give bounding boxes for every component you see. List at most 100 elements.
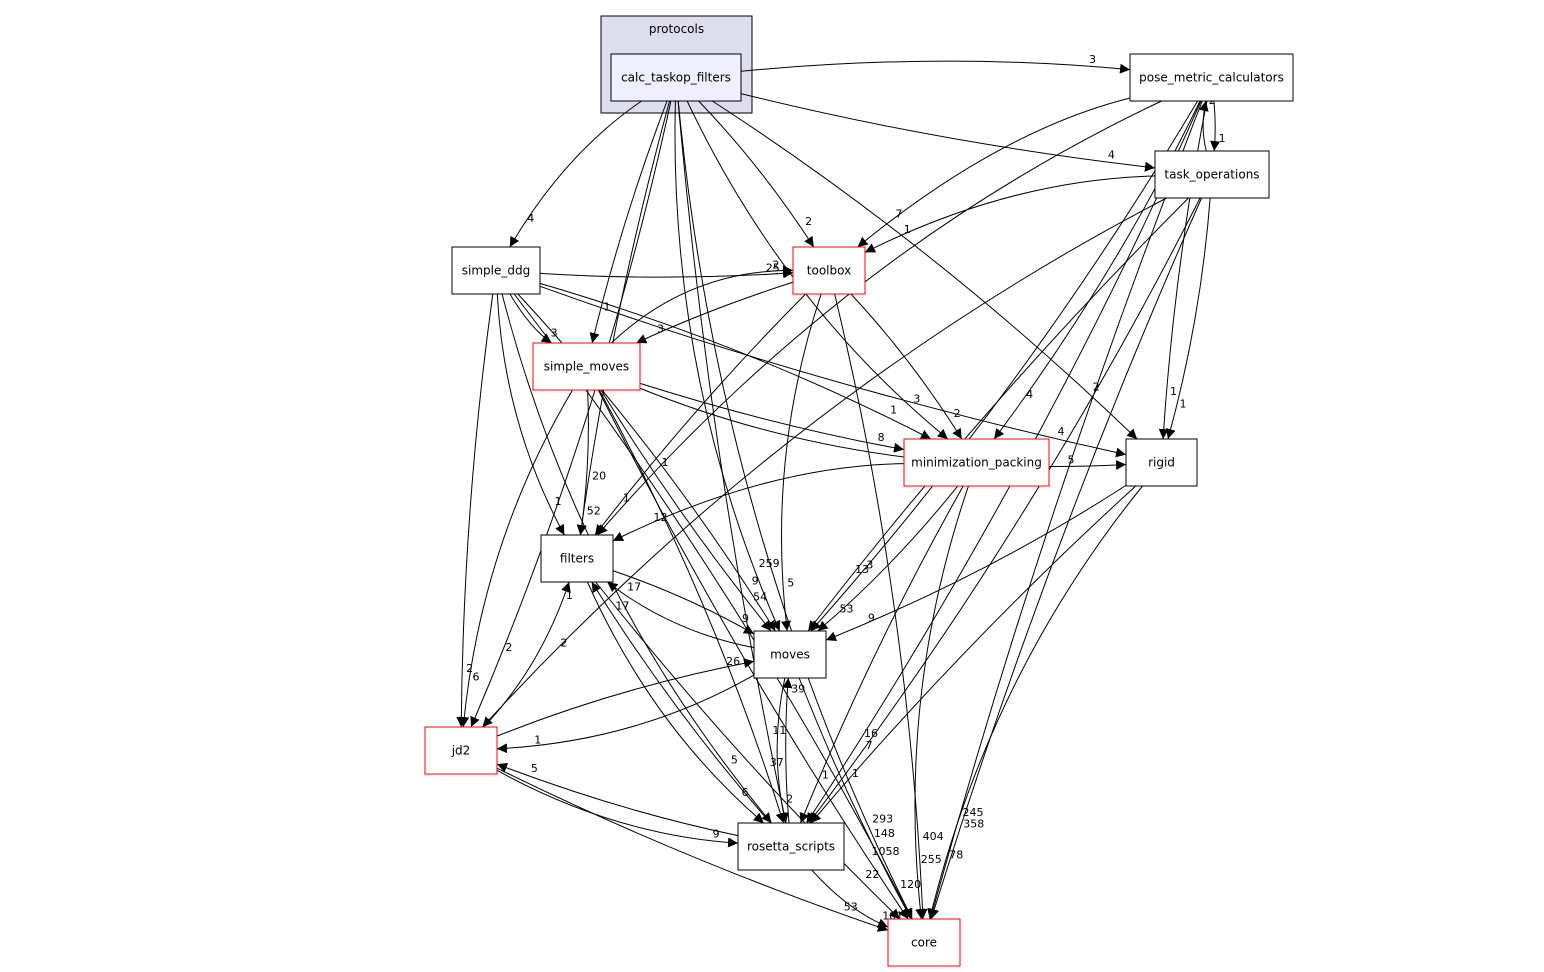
edge-count-label[interactable]: 3 [657,322,664,335]
edge-count-label[interactable]: 2 [466,662,473,675]
node-rigid[interactable]: rigid [1125,438,1198,487]
edge-filters-to-rosetta_scripts[interactable]: 6 [587,581,765,824]
edge-count-label[interactable]: 120 [900,878,921,891]
edge-count-label[interactable]: 2 [772,258,779,271]
edge-count-label[interactable]: 1 [1170,385,1177,398]
edge-rigid-to-moves[interactable]: 9 [825,484,1127,641]
edge-count-label[interactable]: 5 [1068,453,1075,466]
edge-count-label[interactable]: 245 [963,806,984,819]
edge-simple_moves-to-toolbox[interactable]: 2 [611,258,794,344]
edge-simple_moves-to-filters[interactable]: 52 [576,389,601,536]
edge-calc_taskop_filters-to-core[interactable]: 2 9 3 [677,100,913,920]
node-task-operations[interactable]: task_operations [1154,150,1270,199]
edge-count-label[interactable]: 1 [1179,398,1186,411]
node-simple-ddg[interactable]: simple_ddg [451,246,541,295]
edge-rosetta_scripts-to-filters[interactable]: 17 [591,581,771,824]
edge-count-label[interactable]: 5 [731,753,738,766]
node-calc-taskop-filters[interactable]: calc_taskop_filters [610,53,742,102]
edge-pose_metric_calculators-to-task_operations[interactable]: 1 [1210,100,1226,152]
edge-count-label[interactable]: 1 [555,495,562,508]
edge-count-label[interactable]: 4 [1108,149,1115,162]
edge-count-label[interactable]: 1 [904,223,911,236]
edge-task_operations-to-core[interactable]: 358 [929,197,1203,920]
edge-count-label[interactable]: 4 [527,212,534,225]
edge-simple_ddg-to-minimization_packing[interactable]: 1 [539,282,932,440]
node-pose-metric-calculators[interactable]: pose_metric_calculators [1129,53,1294,102]
edge-count-label[interactable]: 6 [473,671,480,684]
edge-jd2-to-rosetta_scripts[interactable]: 9 [496,769,739,848]
edge-count-label[interactable]: 3 [1089,53,1096,66]
edge-moves-to-core[interactable]: 120 [798,677,921,920]
edge-count-label[interactable]: 26 [726,655,740,668]
edge-minimization_packing-to-moves[interactable]: 53 [817,485,959,632]
edge-simple_moves-to-jd2[interactable]: 6 [459,389,573,728]
edge-toolbox-to-simple_moves[interactable]: 3 [636,281,794,344]
edge-count-label[interactable]: 12 [654,511,668,524]
edge-count-label[interactable]: 3 [551,326,558,339]
edge-count-label[interactable]: 17 [627,581,641,594]
edge-count-label[interactable]: 1 [1219,132,1226,145]
edge-count-label[interactable]: 7 [895,207,902,220]
edge-count-label[interactable]: 1 [534,733,541,746]
edge-count-label[interactable]: 4 [1057,425,1064,438]
edge-count-label[interactable]: 148 [874,827,895,840]
edge-count-label[interactable]: 2 [505,641,512,654]
edge-calc_taskop_filters-to-jd2[interactable]: 2 [470,100,672,728]
edge-count-label[interactable]: 37 [770,756,784,769]
edge-count-label[interactable]: 2 [786,793,793,806]
edge-rosetta_scripts-to-moves[interactable]: 39 [782,677,805,824]
edge-task_operations-to-rosetta_scripts[interactable]: 7 [808,197,1201,824]
edge-calc_taskop_filters-to-pose_metric_calculators[interactable]: 3 [740,53,1131,74]
edge-count-label[interactable]: 13 [855,563,869,576]
edge-filters-to-moves[interactable]: 9 [612,570,755,635]
edge-count-label[interactable]: 404 [923,830,944,843]
edge-count-label[interactable]: 3 [866,559,873,572]
edge-rosetta_scripts-to-jd2[interactable]: 5 [496,762,739,837]
edge-count-label[interactable]: 259 [759,557,780,570]
edge-count-label[interactable]: 1 [822,768,829,781]
edge-calc_taskop_filters-to-simple_moves[interactable]: 1 [589,100,668,344]
edge-minimization_packing-to-rosetta_scripts[interactable]: 1 [799,485,964,824]
edge-simple_moves-to-moves[interactable]: 54 [600,389,772,632]
edge-calc_taskop_filters-to-task_operations[interactable]: 4 [740,93,1156,172]
edge-count-label[interactable]: 2 [560,636,567,649]
edge-count-label[interactable]: 4 [1026,388,1033,401]
edge-simple_ddg-to-simple_moves[interactable]: 3 [509,293,558,344]
edge-moves-to-jd2[interactable]: 1 [496,674,755,754]
edge-count-label[interactable]: 54 [753,590,767,603]
edge-pose_metric_calculators-to-toolbox[interactable]: 7 [857,97,1131,248]
node-filters[interactable]: filters [540,534,614,583]
edge-rigid-to-core[interactable]: 78 [927,485,1143,920]
edge-task_operations-to-pose_metric_calculators[interactable]: 2 [1198,94,1216,152]
edge-count-label[interactable]: 9 [713,827,720,840]
edge-count-label[interactable]: 2 [954,407,961,420]
edge-count-label[interactable]: 5 [787,577,794,590]
edge-jd2-to-filters[interactable]: 1 [483,581,573,728]
edge-calc_taskop_filters-to-filters[interactable]: 20 [576,100,671,536]
edge-moves-to-filters[interactable]: 17 [607,581,755,649]
edge-simple_ddg-to-moves[interactable]: 9 [517,293,776,632]
edge-count-label[interactable]: 3 [913,393,920,406]
edge-count-label[interactable]: 1 [661,456,668,469]
edge-count-label[interactable]: 358 [963,818,984,831]
edge-count-label[interactable]: 9 [742,612,749,625]
edge-simple_moves-to-rosetta_scripts[interactable]: 37 [598,389,786,824]
edge-count-label[interactable]: 78 [949,848,963,861]
edge-simple_ddg-to-rigid[interactable]: 4 [539,285,1127,458]
edge-simple_ddg-to-jd2[interactable]: 2 [456,293,494,728]
edge-minimization_packing-to-filters[interactable]: 12 [612,463,905,542]
edge-simple_ddg-to-toolbox[interactable]: 25 [539,262,794,279]
edge-count-label[interactable]: 1 [852,767,859,780]
edge-calc_taskop_filters-to-toolbox[interactable]: 2 [698,100,815,248]
edge-pose_metric_calculators-to-rigid[interactable]: 1 [1158,100,1208,440]
edge-calc_taskop_filters-to-simple_ddg[interactable]: 4 [509,100,642,248]
edge-count-label[interactable]: 52 [587,505,601,518]
edge-count-label[interactable]: 1 [566,589,573,602]
node-rosetta-scripts[interactable]: rosetta_scripts [737,822,845,871]
edge-pose_metric_calculators-to-minimization_packing[interactable]: 4 [993,100,1201,440]
edge-count-label[interactable]: 25 [766,262,780,275]
edge-pose_metric_calculators-to-filters[interactable]: 1 [596,100,1162,536]
edge-count-label[interactable]: 53 [839,602,853,615]
edge-count-label[interactable]: 5 [531,762,538,775]
edge-count-label[interactable]: 16 [864,727,878,740]
